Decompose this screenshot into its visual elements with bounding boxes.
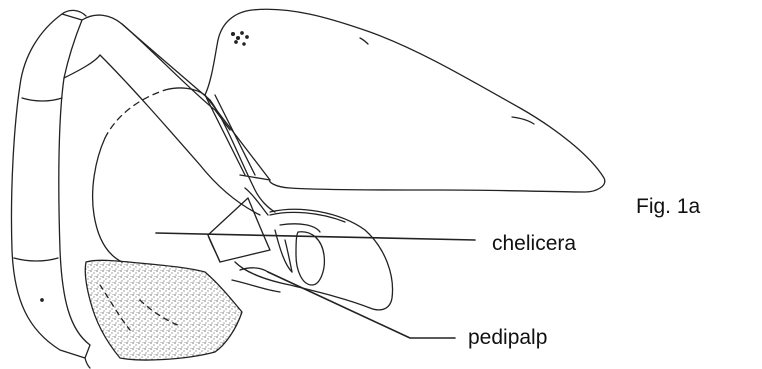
left-leg [11, 10, 90, 368]
pedipalp-label: pedipalp [468, 327, 547, 348]
abdomen [205, 9, 605, 192]
chelicera-pointer [156, 233, 475, 240]
pedipalp-structure [232, 209, 393, 310]
figure-label: Fig. 1a [636, 196, 700, 217]
chelicera-label: chelicera [492, 233, 576, 254]
pedicel [205, 95, 270, 215]
stippled-coxa [85, 260, 242, 360]
carapace [93, 88, 275, 262]
